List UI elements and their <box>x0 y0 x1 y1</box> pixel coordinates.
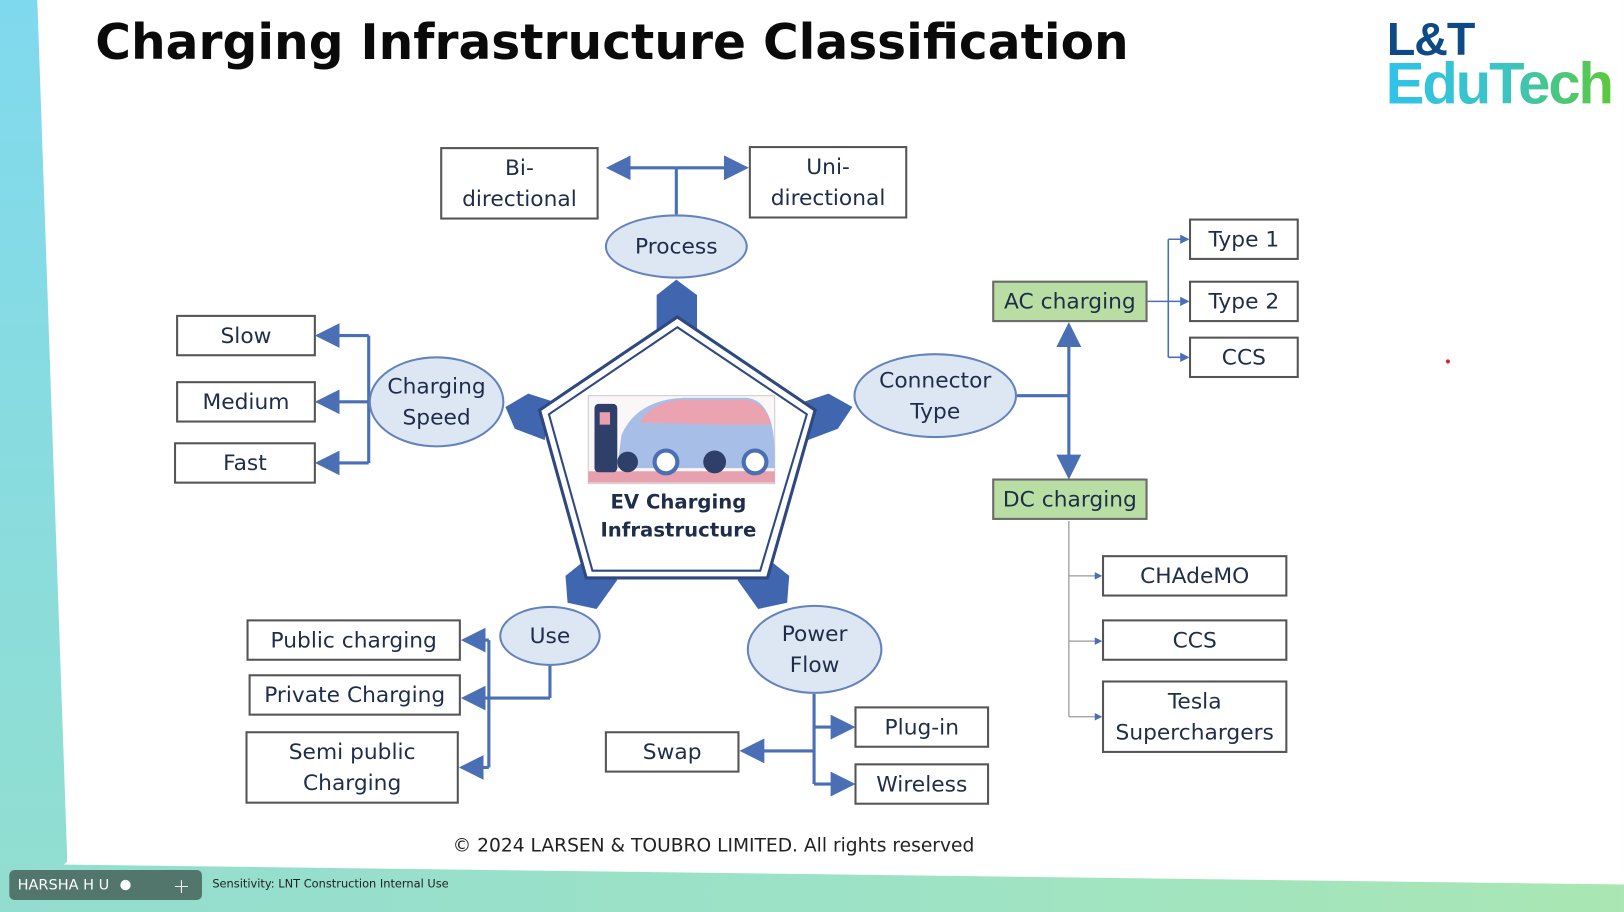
sensitivity-label: Sensitivity: LNT Construction Internal U… <box>212 877 449 891</box>
node-use: Use <box>499 605 601 666</box>
node-slow: Slow <box>176 314 316 357</box>
node-charging-speed: Charging Speed <box>368 356 505 448</box>
slide-title: Charging Infrastructure Classification <box>95 14 1129 72</box>
node-bidirectional: Bi-directional <box>440 147 599 220</box>
node-unidirectional: Uni-directional <box>748 146 908 219</box>
node-dc-ccs: CCS <box>1101 619 1288 661</box>
node-type1: Type 1 <box>1188 218 1299 260</box>
center-label: EV Charging Infrastructure <box>594 489 762 545</box>
node-public-charging: Public charging <box>246 619 461 661</box>
node-ac-ccs: CCS <box>1188 336 1299 379</box>
node-plug-in: Plug-in <box>854 706 990 748</box>
node-wireless: Wireless <box>854 763 990 805</box>
node-type2: Type 2 <box>1188 280 1299 323</box>
node-swap: Swap <box>604 731 740 773</box>
node-fast: Fast <box>173 442 316 484</box>
node-dc-charging: DC charging <box>992 478 1148 520</box>
node-tesla-superchargers: Tesla Superchargers <box>1101 680 1288 753</box>
node-chademo: CHAdeMO <box>1101 555 1288 597</box>
add-icon[interactable]: + <box>172 872 191 898</box>
copyright: © 2024 LARSEN & TOUBRO LIMITED. All righ… <box>452 834 975 857</box>
participant-tile[interactable]: HARSHA H U ● + <box>9 869 202 901</box>
laser-pointer-dot <box>1445 359 1450 364</box>
node-process: Process <box>604 214 748 279</box>
chevron-process <box>656 279 698 332</box>
logo-lt: L&T <box>1386 12 1476 66</box>
logo-edutech: EduTech <box>1385 50 1614 116</box>
node-medium: Medium <box>176 381 316 423</box>
node-semi-public-charging: Semi public Charging <box>245 731 459 804</box>
center-label-line1: EV Charging <box>610 490 747 514</box>
participant-status-icon: ● <box>119 877 132 893</box>
node-ac-charging: AC charging <box>992 280 1148 323</box>
participant-name: HARSHA H U <box>17 876 110 894</box>
node-connector-type: Connector Type <box>853 353 1018 439</box>
ev-car-illustration <box>587 395 776 485</box>
node-private-charging: Private Charging <box>248 674 461 716</box>
node-power-flow: Power Flow <box>746 604 883 694</box>
center-label-line2: Infrastructure <box>600 518 757 542</box>
